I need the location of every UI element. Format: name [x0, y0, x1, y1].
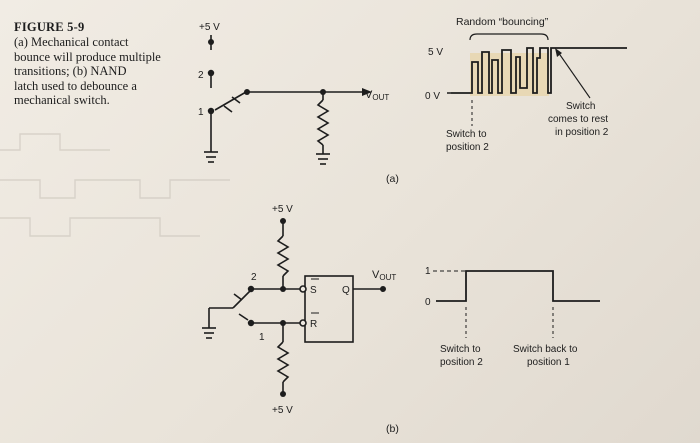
circuit-a-nodes: [207, 39, 372, 115]
supply-label-bottom-b: +5 V: [272, 405, 293, 416]
node-contact-2-b: [247, 285, 255, 293]
rest-label-line3: in position 2: [555, 127, 609, 138]
bounce-highlight: [470, 53, 549, 96]
figure-number: FIGURE 5-9: [14, 20, 85, 34]
waveform-a: Random “bouncing” 5 V 0 V Switch to posi…: [425, 16, 627, 153]
node-contact-1-a: [207, 107, 215, 115]
rest-label-line2: comes to rest: [548, 114, 608, 125]
switch-to-2-label-line2: position 2: [446, 142, 489, 153]
switch-to-2-b-line1: Switch to: [440, 344, 481, 355]
reset-pin-label: R: [310, 319, 317, 330]
switch-to-2-label-line1: Switch to: [446, 129, 487, 140]
node-junction-s: [280, 286, 286, 292]
panel-label-a: (a): [386, 173, 399, 185]
node-contact-2-a: [207, 69, 215, 77]
caption-line-4: latch used to debounce a: [14, 78, 137, 93]
switch-back-b-line1: Switch back to: [513, 344, 578, 355]
panel-label-b: (b): [386, 423, 399, 435]
vout-label-a: VOUT: [365, 89, 389, 102]
circuit-a: [204, 35, 362, 165]
debounced-signal: [436, 270, 600, 302]
level-high-label: 5 V: [428, 47, 443, 58]
contact-label-1-b: 1: [259, 332, 265, 343]
supply-label-top-b: +5 V: [272, 204, 293, 215]
circuit-b: [202, 221, 382, 392]
vout-arrow-a: [362, 88, 372, 96]
contact-label-2-a: 2: [198, 70, 204, 81]
q-pin-label: Q: [342, 285, 350, 296]
caption-line-2: bounce will produce multiple: [14, 49, 161, 64]
contact-label-2-b: 2: [251, 272, 257, 283]
rest-label-line1: Switch: [566, 101, 595, 112]
switch-back-b-line2: position 1: [527, 357, 570, 368]
rest-pointer: [557, 51, 591, 99]
figure-caption: FIGURE 5-9 (a) Mechanical contact bounce…: [14, 20, 184, 108]
node-switch-pivot-a: [244, 89, 250, 95]
node-plus5v-a: [208, 39, 214, 45]
switch-to-2-b-line2: position 2: [440, 357, 483, 368]
waveform-b: 1 0 Switch to position 2 Switch back to …: [425, 266, 600, 368]
level-low-label: 0 V: [425, 91, 440, 102]
circuit-b-nodes: [247, 218, 386, 397]
vout-label-b: VOUT: [372, 269, 396, 282]
logic-high-label: 1: [425, 266, 431, 277]
node-junction-a: [320, 89, 326, 95]
bounce-bracket: [469, 33, 549, 41]
bounce-label: Random “bouncing”: [456, 16, 549, 28]
node-junction-r: [280, 320, 286, 326]
caption-line-5: mechanical switch.: [14, 93, 110, 107]
logic-low-label: 0: [425, 297, 431, 308]
node-plus5v-top-b: [280, 218, 286, 224]
supply-label-a: +5 V: [199, 22, 220, 33]
bounce-signal: [451, 47, 627, 94]
set-pin-label: S: [310, 285, 317, 296]
node-vout-b: [380, 286, 386, 292]
caption-line-1: (a) Mechanical contact: [14, 35, 129, 49]
caption-line-3: transitions; (b) NAND: [14, 64, 127, 78]
node-contact-1-b: [247, 319, 255, 327]
contact-label-1-a: 1: [198, 107, 204, 118]
node-plus5v-bottom-b: [280, 391, 286, 397]
